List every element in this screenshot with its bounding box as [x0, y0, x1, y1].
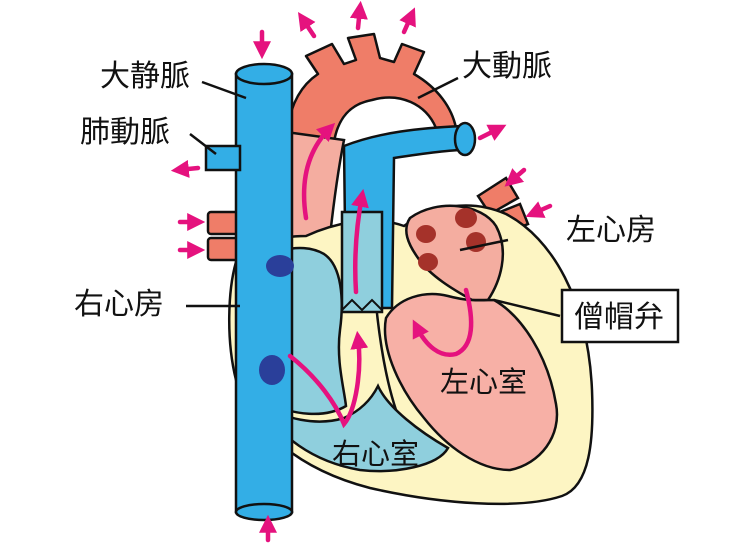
label-left-atrium: 左心房 [566, 213, 656, 248]
label-aorta: 大動脈 [462, 49, 552, 84]
label-right-atrium: 右心房 [74, 287, 164, 322]
vein-openings [259, 208, 486, 385]
label-pulmonary-artery: 肺動脈 [80, 115, 170, 150]
mitral-valve-label-box [560, 288, 680, 344]
pulmonary-artery [204, 121, 477, 314]
label-mitral-valve: 僧帽弁 [574, 300, 664, 335]
label-right-ventricle: 右心室 [332, 437, 419, 471]
blood-flow-arrows [287, 122, 474, 429]
right-ventricle-chamber [260, 383, 450, 473]
label-superior-vena-cava: 大静脈 [100, 59, 190, 94]
vena-cava [234, 62, 294, 522]
external-flow-arrows [170, 0, 553, 543]
leader-lines [186, 76, 561, 318]
label-left-ventricle: 左心室 [440, 365, 527, 399]
